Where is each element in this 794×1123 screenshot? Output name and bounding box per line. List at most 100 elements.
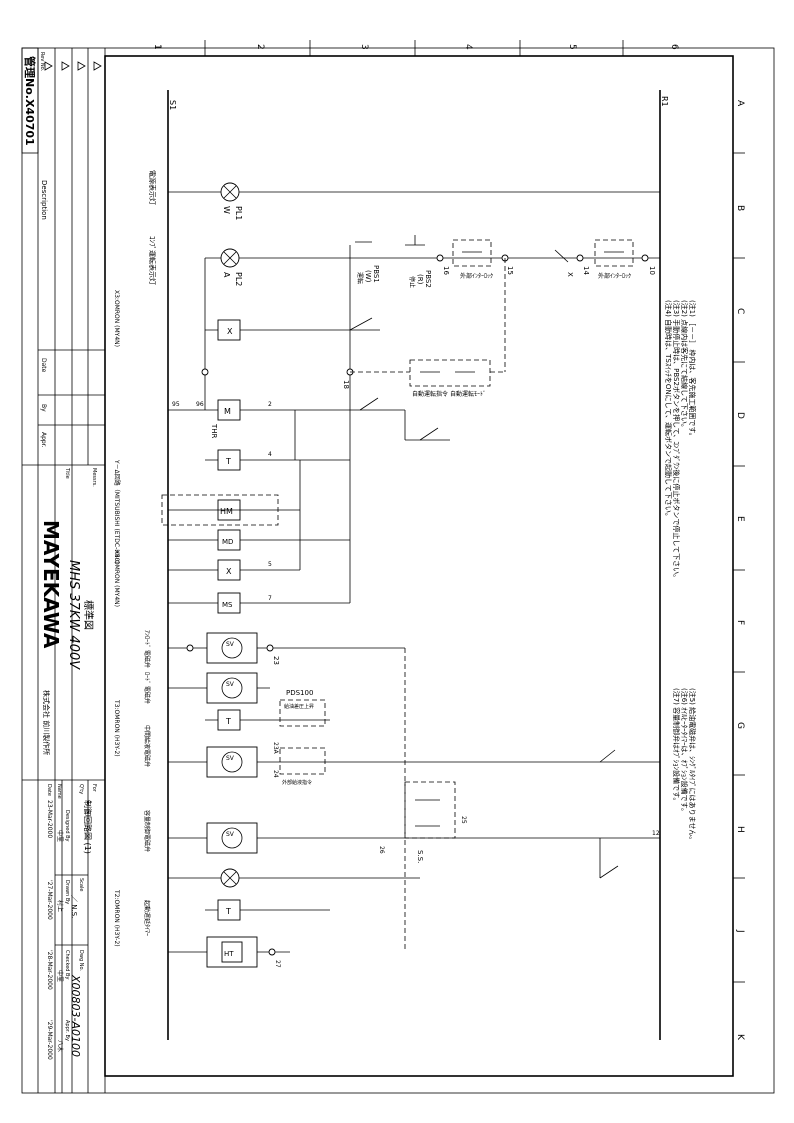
by-label-rev: By — [40, 404, 47, 412]
note-6: (注6) ｵｲﾙﾋｰﾀｰﾀｲﾏｰは、ｵﾌﾟｼｮﾝ設備です。 — [680, 688, 689, 815]
ss-label: S.S. — [416, 850, 424, 863]
dwg-no: X00803-A0100 — [69, 974, 82, 1057]
notes-block: (注1) ［－－］ 枠内は、客先施工範囲です。 (注2) 点線内は客先にて結線し… — [664, 300, 697, 843]
pds-label: PDS100 — [286, 689, 313, 697]
rung-label-sol-load: ﾛｰﾄﾞ 電磁弁 — [143, 672, 151, 704]
note-4: (注4) 自動時は、TSｽｲｯﾁをONにして、運転ボタンで起動して下さい。 — [664, 300, 673, 520]
rung-solenoids: SV ｱﾝﾛｰﾄﾞ 電磁弁 23 SV ﾛｰﾄﾞ 電磁弁 T T3:OMRON … — [113, 630, 660, 968]
contact-x-5: X — [566, 272, 574, 277]
hm-label: HM — [220, 507, 233, 516]
wire-5: 5 — [268, 561, 272, 568]
company-jp: 株式会社 前川製作所 — [42, 690, 51, 755]
rev-label: Rev No. — [39, 52, 45, 72]
wire-14: 14 — [582, 266, 590, 275]
row-label-F: F — [735, 620, 745, 625]
coil-sv-1-2: SV — [226, 681, 235, 688]
approver: 八木 — [56, 1040, 64, 1052]
title-label: Title — [64, 467, 70, 479]
rung-label-x4: X4:OMRON (MY4N) — [113, 550, 120, 607]
drawer: 村上 — [56, 900, 64, 912]
wire-18: 18 — [342, 380, 350, 389]
wire-27: 27 — [274, 960, 281, 968]
rung-power-lamp: PL1 W 電源表示灯 — [148, 170, 660, 220]
pbs1-func: 運転 — [356, 272, 364, 284]
date-2: '27-Mar-2000 — [46, 880, 53, 920]
pbs1-sub: (W) — [364, 270, 372, 283]
for-label: For — [91, 784, 97, 793]
coil-sv-1-1: SV — [226, 641, 235, 648]
box-external-interlock-2: 外部ｲﾝﾀｰﾛｯｸ — [598, 272, 631, 280]
wire-23a: 23A — [272, 742, 279, 755]
drawn-by-label: Drawn By — [64, 880, 70, 904]
row-label-G: G — [735, 722, 745, 729]
pbs2-func: 停止 — [408, 276, 416, 288]
name-label: Name — [56, 784, 62, 799]
pbs2-sub: (R) — [416, 274, 424, 285]
row-label-E: E — [735, 516, 745, 522]
wire-95: 95 — [172, 401, 180, 408]
coil-t2-label: T — [225, 907, 231, 916]
wire-10: 10 — [648, 266, 656, 275]
rung-label-power-lamp: 電源表示灯 — [148, 170, 157, 205]
coil-sv-100: SV — [226, 755, 235, 762]
date-1: 23-Mar-2000 — [46, 800, 53, 838]
wire-26: 26 — [378, 846, 385, 854]
note-5: (注5) 給油電磁弁は、ｼﾝｸﾞﾙﾀｲﾌﾟにはありません。 — [688, 688, 697, 843]
designed-by-label: Designed By — [64, 810, 70, 842]
auto-run-box: 自動運転指令 自動運転ﾓｰﾄﾞ — [350, 258, 506, 398]
pl1-label: PL1 — [234, 206, 243, 220]
column-label-3: 3 — [359, 44, 369, 50]
wire-96: 96 — [196, 401, 204, 408]
date-label: Date — [46, 784, 52, 796]
column-ruler: 1 2 3 4 5 6 — [152, 40, 679, 56]
wire-23: 23 — [272, 656, 280, 665]
dwg-no-label: Dwg No. — [78, 950, 84, 971]
row-label-C: C — [735, 308, 745, 314]
power-rails: S1 R1 — [167, 90, 669, 1040]
title-model: MHS 37KW 400V — [66, 560, 81, 670]
rung-star-delta: T HM Y－Δ回路（MITSUBISHI (ETDC-H50) MD X X4… — [113, 401, 351, 614]
box-external-interlock-1: 外部ｲﾝﾀｰﾛｯｸ — [460, 272, 493, 280]
scale-label: Scale — [78, 878, 84, 891]
rung-label-operation-lamp: ｺﾝﾌﾟ運転表示灯 — [148, 236, 157, 285]
box-auto-run-cmd: 自動運転指令 — [412, 390, 448, 398]
thr-label: THR — [210, 423, 218, 439]
x3-coil-label: X — [227, 327, 233, 336]
wire-15: 15 — [506, 266, 514, 275]
pl2-color: A — [222, 272, 231, 278]
title-standard: 標準図 — [82, 600, 95, 630]
column-label-2: 2 — [255, 44, 265, 50]
drawing-border — [104, 55, 734, 1077]
date-3: '28-Mar-2000 — [46, 950, 53, 990]
management-stamp: 管理No.X40701 — [23, 56, 37, 146]
designer: 中里 — [56, 830, 64, 842]
rung-label-sol-unload: ｱﾝﾛｰﾄﾞ 電磁弁 — [143, 630, 151, 668]
column-label-6: 6 — [669, 44, 679, 50]
wire-16: 16 — [442, 266, 450, 275]
ht-label: HT — [224, 950, 234, 958]
coil-x4-label: X — [226, 567, 232, 576]
pl1-color: W — [222, 206, 231, 214]
row-label-J: J — [735, 929, 745, 933]
wire-7: 7 — [268, 595, 272, 602]
column-label-5: 5 — [567, 44, 577, 50]
rail-label-r1: R1 — [660, 96, 669, 107]
column-label-4: 4 — [463, 44, 473, 50]
coil-t-label: T — [225, 457, 231, 466]
date-4: '29-Mar-2000 — [46, 1020, 53, 1060]
row-label-D: D — [735, 412, 745, 419]
box-auto-run-mode: 自動運転ﾓｰﾄﾞ — [450, 390, 486, 398]
row-label-K: K — [735, 1034, 745, 1041]
title-block: Messrs. Title 標準図 MHS 37KW 400V MAYEKAWA… — [22, 465, 105, 1093]
appr-by-label: Appr. By — [64, 1020, 70, 1041]
note-7: (注7) 容量制御弁はｵﾌﾟｼｮﾝ設備です。 — [672, 688, 681, 804]
coil-md-label: MD — [222, 538, 233, 546]
note-2: (注2) 点線内は客先にて結線して下さい。 — [680, 300, 689, 431]
row-label-B: B — [735, 205, 745, 211]
wire-12: 12 — [652, 830, 660, 837]
description-label: Description — [40, 180, 48, 220]
wire-4: 4 — [268, 451, 272, 458]
row-label-H: H — [735, 826, 745, 833]
appr-label-rev: Appr. — [40, 432, 47, 448]
